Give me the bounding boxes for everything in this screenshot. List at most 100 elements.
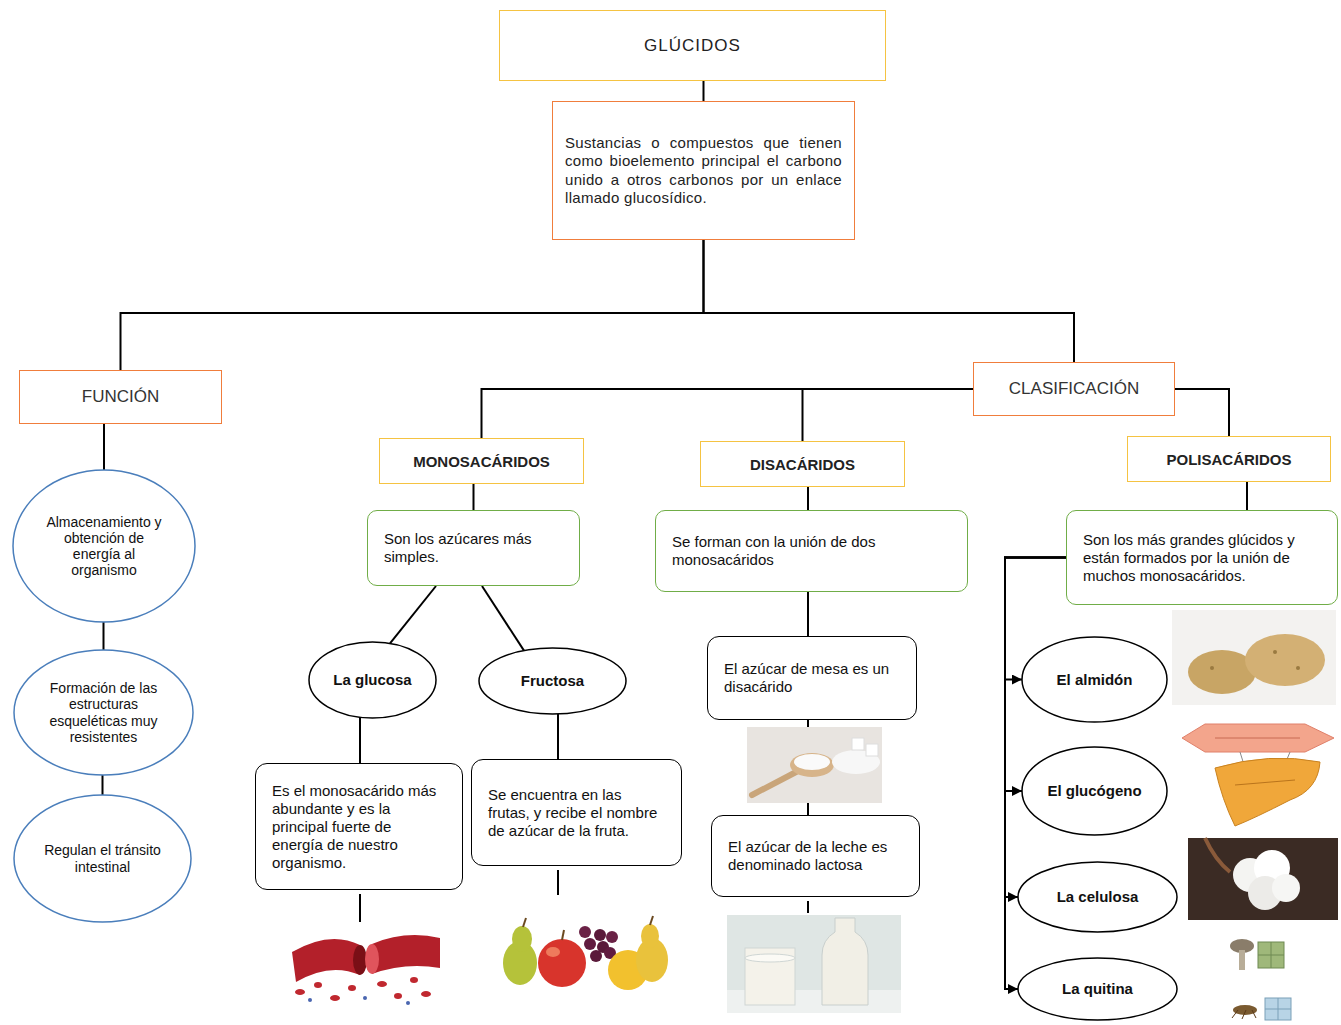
node-text: CLASIFICACIÓN (984, 379, 1164, 399)
blood-vessel-picture (314, 982, 322, 988)
fungus-picture (1239, 950, 1245, 970)
milk-picture (727, 915, 901, 1013)
function-ellipse: Regulan el tránsito intestinal (14, 795, 191, 922)
connector-line (557, 714, 559, 759)
category-box: DISACÁRIDOS (700, 441, 905, 487)
ellipse-outline (1018, 862, 1177, 932)
fruits-picture (606, 931, 618, 943)
fruits-picture (650, 916, 653, 925)
fruits-picture (641, 924, 659, 948)
node-text: El glucógeno (1040, 782, 1149, 799)
node-text: La glucosa (327, 671, 418, 688)
fruits-picture (579, 926, 591, 938)
blood-vessel-picture (394, 993, 402, 999)
blood-vessel-picture (285, 925, 443, 1010)
example-box: El azúcar de mesa es un disacárido (707, 636, 917, 720)
muscle-liver-picture (1215, 758, 1320, 826)
connector-line (1005, 558, 1066, 898)
blood-vessel-picture (285, 925, 443, 1010)
muscle-liver-picture (1180, 718, 1335, 830)
connector-line (473, 484, 475, 510)
blood-vessel-picture (365, 944, 379, 974)
table-sugar-picture (790, 753, 834, 777)
potato-picture (1245, 634, 1325, 686)
definition-box: Sustancias o compuestos que tienen como … (552, 101, 855, 240)
example-ellipse: El glucógeno (1022, 747, 1167, 835)
node-text: Formación de las estructuras esquelética… (40, 680, 167, 744)
connector-line (803, 389, 974, 441)
blood-vessel-picture (406, 1001, 410, 1005)
fungus-picture (1271, 942, 1272, 968)
node-text: Almacenamiento y obtención de energía al… (39, 514, 169, 578)
leader-line (359, 894, 361, 922)
fungus-picture (1258, 942, 1284, 968)
connector-line (390, 586, 436, 643)
section-box: CLASIFICACIÓN (973, 362, 1175, 416)
blood-vessel-picture (410, 977, 418, 983)
example-ellipse: Fructosa (479, 648, 626, 714)
connector-line (121, 240, 704, 370)
node-text: La quitina (1036, 980, 1159, 997)
connector-line (1175, 389, 1229, 436)
node-text: La celulosa (1036, 888, 1159, 905)
muscle-liver-picture (1180, 718, 1335, 830)
potato-picture (1210, 666, 1214, 670)
table-sugar-picture (747, 727, 882, 803)
blood-vessel-picture (292, 939, 360, 982)
connector-line (703, 81, 705, 101)
description-box: Son los más grandes glúcidos y están for… (1066, 510, 1338, 605)
function-ellipse: Almacenamiento y obtención de energía al… (13, 470, 195, 622)
node-text: Se forman con la unión de dos monosacári… (672, 533, 951, 569)
ellipse-outline (479, 648, 626, 714)
blood-vessel-picture (372, 935, 440, 974)
node-text: Son los azúcares más simples. (384, 530, 563, 566)
title-box: GLÚCIDOS (499, 10, 886, 81)
insect-picture (1252, 1010, 1256, 1018)
potato-picture (1172, 610, 1336, 705)
muscle-liver-picture (1235, 780, 1295, 785)
example-ellipse: La quitina (1018, 958, 1177, 1020)
milk-picture (727, 915, 901, 1013)
blood-vessel-picture (377, 981, 387, 987)
insect-picture (1232, 1010, 1238, 1018)
ellipse-outline (14, 795, 191, 922)
connector-line (807, 487, 809, 510)
insect-picture (1278, 998, 1279, 1020)
fruits-picture (538, 939, 586, 987)
ellipse-outline (309, 642, 436, 718)
blood-vessel-picture (295, 989, 305, 995)
node-text: DISACÁRIDOS (711, 456, 894, 473)
blood-vessel-picture (363, 996, 367, 1000)
ellipse-outline (14, 650, 193, 775)
description-box: Se forman con la unión de dos monosacári… (655, 510, 968, 592)
node-text: FUNCIÓN (30, 387, 211, 407)
description-box: Es el monosacárido más abundante y es la… (255, 763, 463, 890)
connector-line (359, 717, 361, 763)
potato-picture (1273, 650, 1277, 654)
fruits-picture (562, 930, 564, 940)
insect-picture (1232, 998, 1291, 1020)
leader-line (807, 901, 809, 913)
fruits-picture (594, 929, 606, 941)
node-text: Regulan el tránsito intestinal (40, 842, 165, 874)
ellipse-outline (13, 470, 195, 622)
muscle-liver-picture (1182, 724, 1334, 752)
category-box: POLISACÁRIDOS (1127, 436, 1331, 482)
table-sugar-picture (852, 738, 864, 750)
connector-line (482, 389, 974, 438)
blood-vessel-picture (330, 995, 340, 1001)
node-text: Se encuentra en las frutas, y recibe el … (488, 786, 665, 840)
fruits-picture (590, 950, 602, 962)
description-box: Se encuentra en las frutas, y recibe el … (471, 759, 682, 866)
blood-vessel-picture (421, 991, 431, 997)
function-ellipse: Formación de las estructuras esquelética… (14, 650, 193, 775)
node-text: Sustancias o compuestos que tienen como … (565, 134, 842, 207)
insect-picture (1242, 1010, 1246, 1019)
connector-line (482, 586, 524, 651)
milk-picture (745, 954, 795, 962)
table-sugar-picture (752, 771, 798, 795)
blood-vessel-picture (353, 945, 367, 975)
fruits-picture (584, 938, 596, 950)
table-sugar-picture (794, 754, 830, 770)
potato-picture (1296, 666, 1300, 670)
